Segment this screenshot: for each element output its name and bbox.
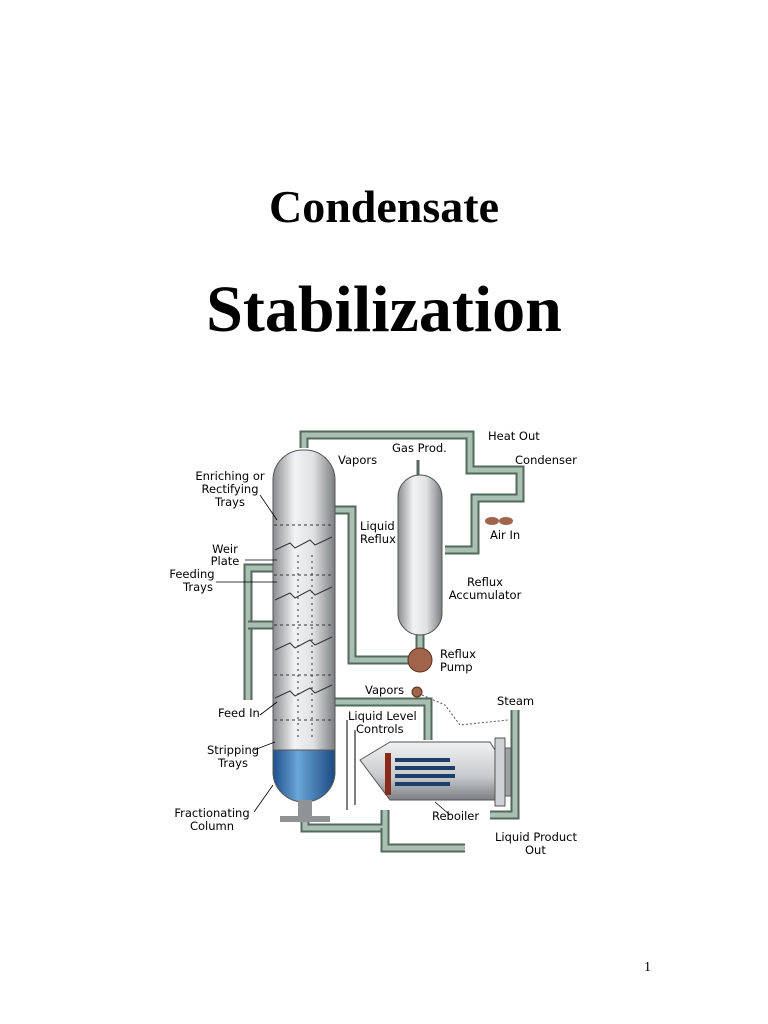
fractionating-column: [272, 449, 336, 822]
pipes: [243, 430, 525, 853]
label-steam: Steam: [497, 694, 534, 708]
label-vapors-top: Vapors: [338, 453, 377, 467]
label-reboiler: Reboiler: [432, 809, 479, 823]
vapor-sensor: [411, 686, 423, 698]
label-vapors-bottom: Vapors: [365, 683, 404, 697]
condenser-fan: [485, 517, 513, 525]
leader-lines: [216, 494, 451, 816]
label-gas-prod: Gas Prod.: [392, 441, 447, 455]
title-line-2: Stabilization: [206, 273, 562, 346]
page-number: 1: [644, 960, 651, 975]
label-air-in: Air In: [490, 528, 520, 542]
reboiler: [359, 737, 512, 807]
label-heat-out: Heat Out: [488, 429, 540, 443]
reflux-accumulator: [397, 474, 443, 636]
reflux-pump: [407, 647, 433, 673]
title-line-1: Condensate: [268, 181, 500, 232]
label-feed-in: Feed In: [218, 706, 260, 720]
label-condenser: Condenser: [515, 453, 577, 467]
